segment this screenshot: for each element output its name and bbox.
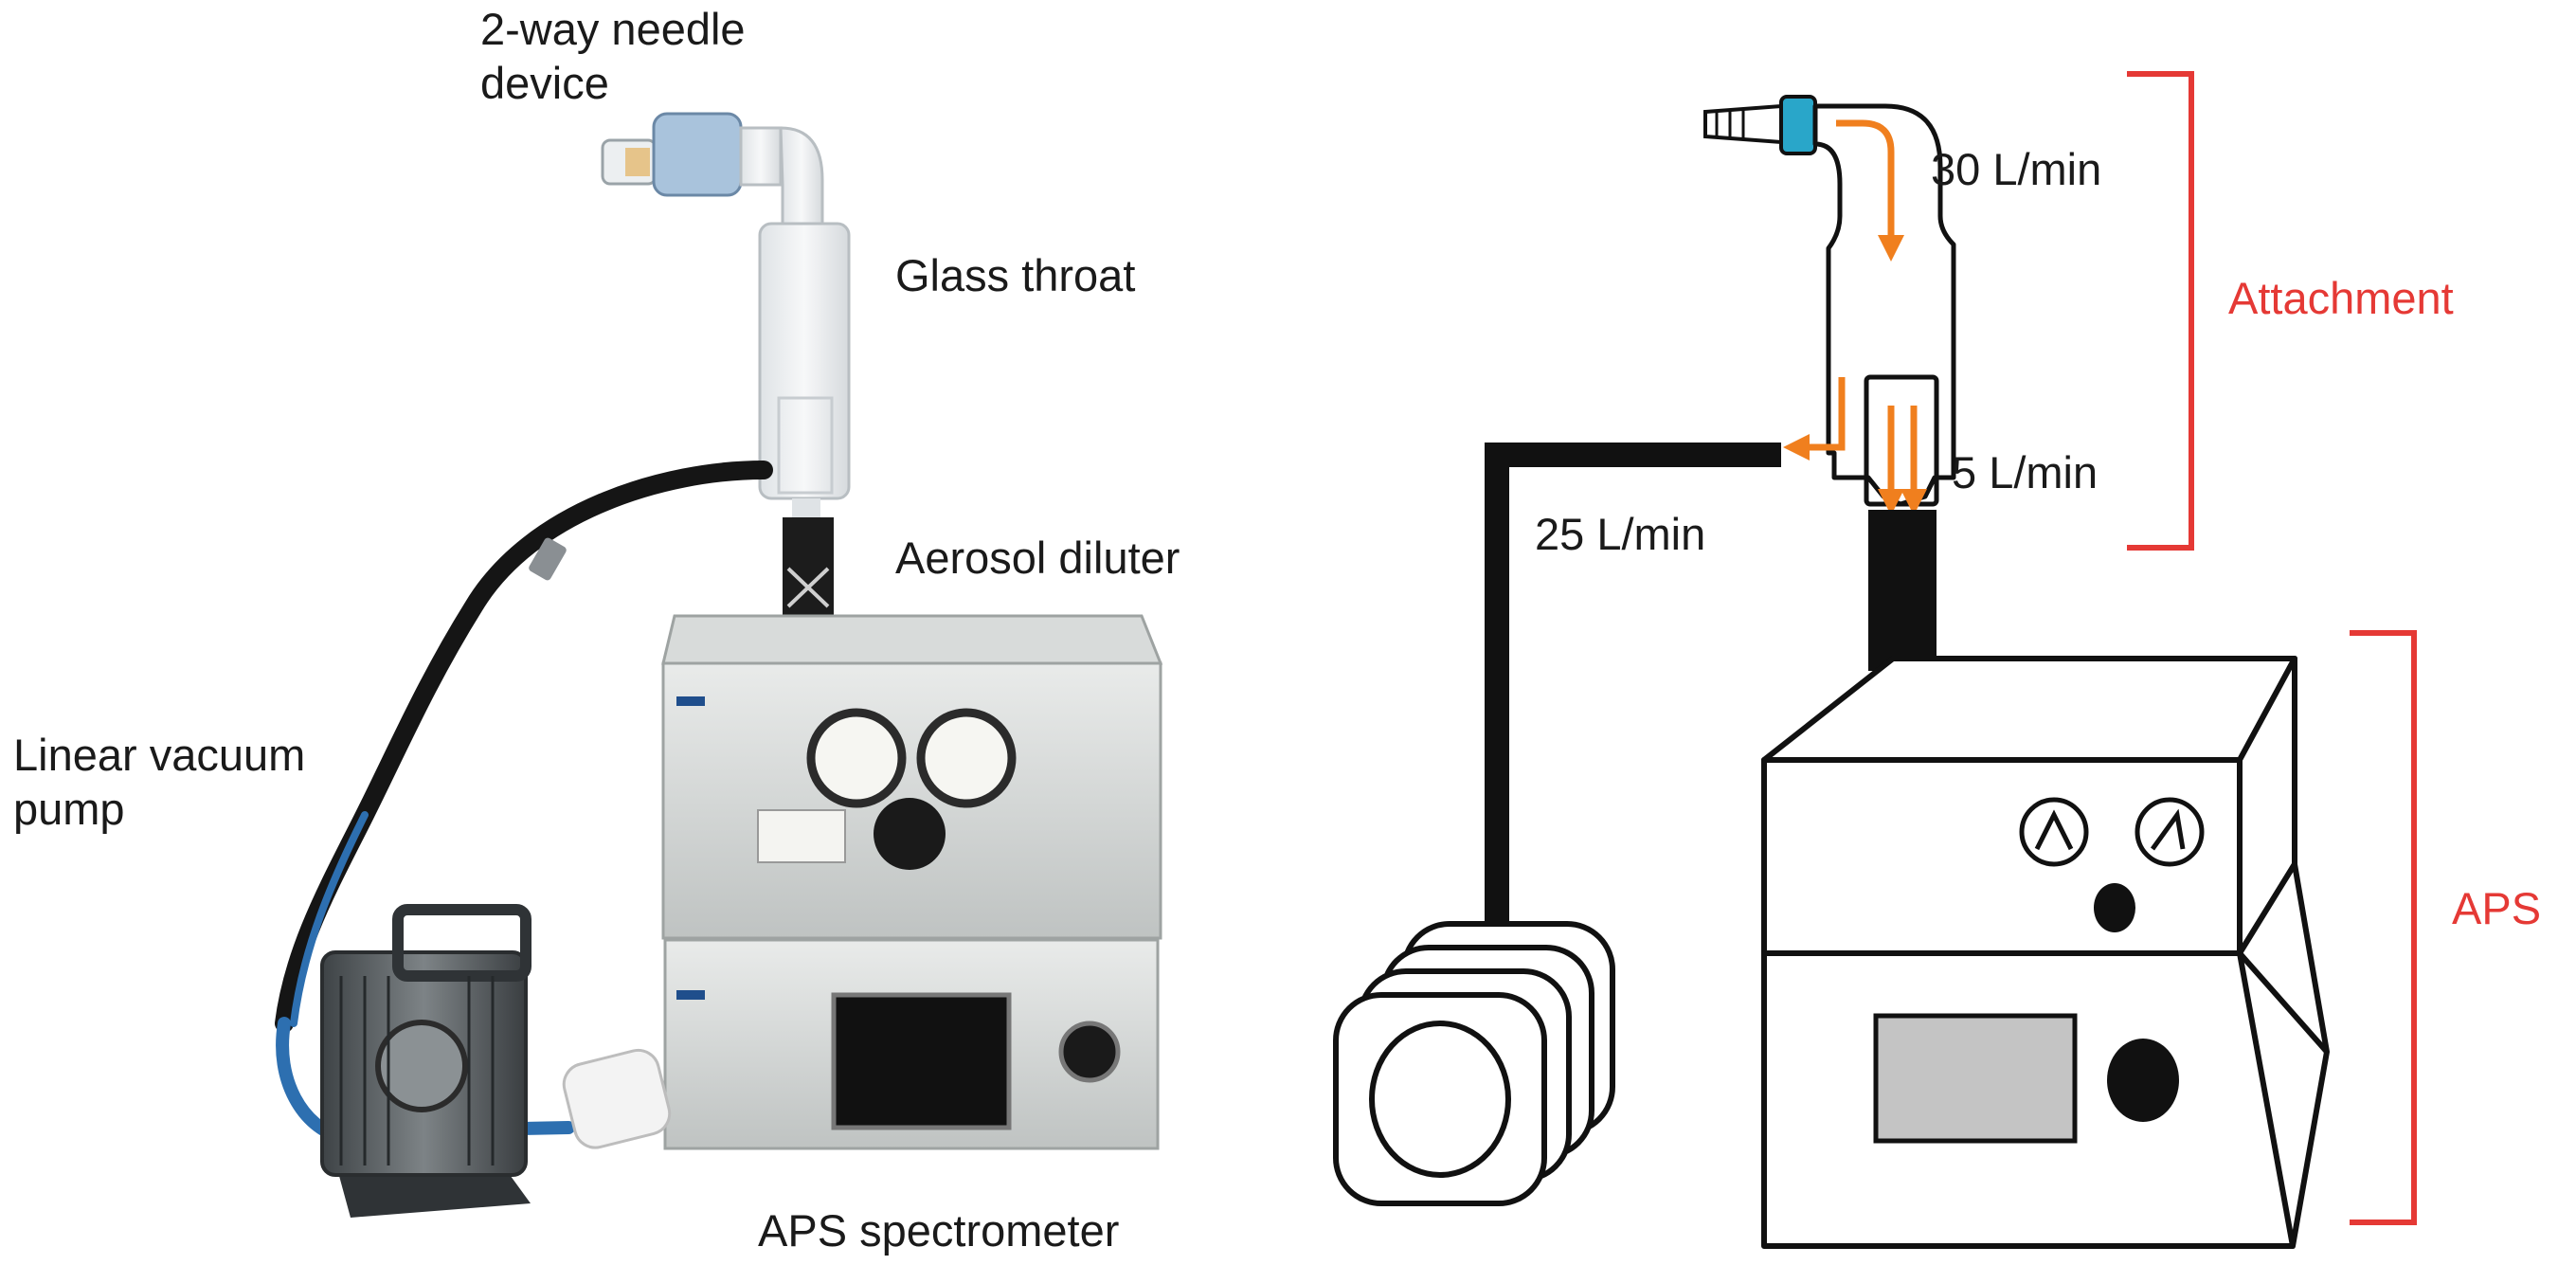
- aerosol-diluter-unit: [661, 614, 1163, 940]
- schematic-aps-knob: [2107, 1039, 2179, 1122]
- schematic-aps-dials: [2019, 797, 2205, 867]
- attachment-bracket: [2127, 71, 2194, 551]
- label-vacuum-pump: Linear vacuum pump: [13, 730, 306, 835]
- label-aps-spectrometer: APS spectrometer: [758, 1205, 1120, 1256]
- label-aerosol-diluter: Aerosol diluter: [895, 533, 1180, 583]
- aps-bracket: [2350, 630, 2417, 1225]
- schematic-aps-screen: [1873, 1013, 2078, 1144]
- flow-arrows: [1783, 119, 1927, 515]
- photo-panel: [275, 112, 1163, 1218]
- label-flow-30: 30 L/min: [1931, 144, 2102, 194]
- schematic-pump-tube: [1485, 443, 1781, 948]
- schematic-aps-box: [1761, 656, 2330, 1249]
- label-flow-25: 25 L/min: [1535, 509, 1706, 559]
- label-aps: APS: [2452, 883, 2542, 933]
- label-attachment: Attachment: [2228, 273, 2454, 323]
- linear-vacuum-pump: [320, 904, 531, 1218]
- vacuum-hose: [275, 461, 773, 1033]
- label-needle-device: 2-way needle device: [480, 4, 746, 109]
- schematic-panel: [1333, 71, 2417, 1249]
- needle-device: [601, 112, 824, 227]
- glass-throat: [758, 222, 851, 517]
- label-glass-throat: Glass throat: [895, 250, 1136, 300]
- schematic-pump: [1333, 921, 1615, 1206]
- schematic-needle: [1703, 95, 1817, 155]
- schematic-aps-knob-top: [2094, 883, 2135, 932]
- label-flow-5: 5 L/min: [1952, 447, 2099, 497]
- schematic-aps-inlet: [1868, 510, 1937, 671]
- aps-spectrometer-unit: [562, 938, 1160, 1150]
